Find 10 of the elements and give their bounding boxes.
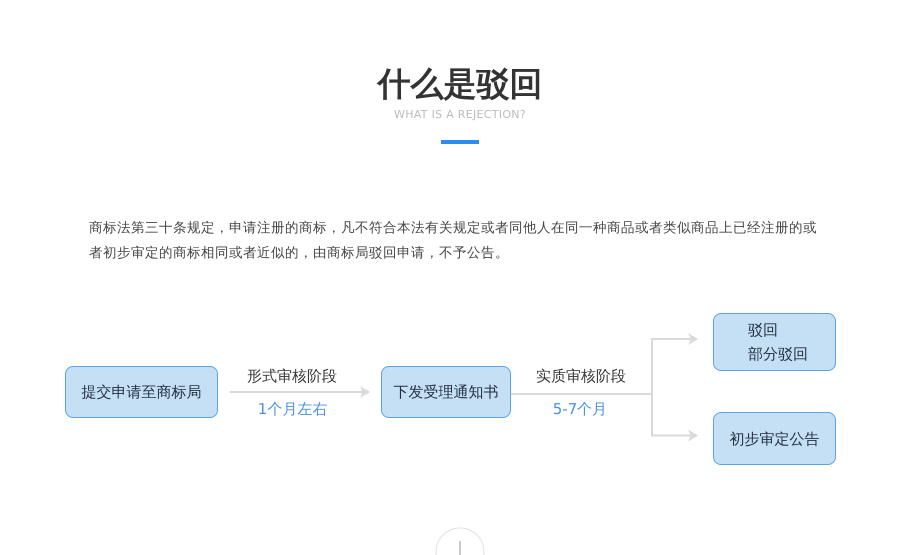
title: 什么是驳回 — [376, 63, 544, 105]
arrow — [230, 386, 370, 398]
duration-label: 1个月左右 — [256, 400, 328, 419]
paragraph: 商标法第三十条规定，申请注册的商标，凡不符合本法有关规定或者同他人在同一种商品或者类似商品上已经注册的或者初步审定的商标相同或者近似的，由商标局驳回申请，不予公告。 — [89, 219, 818, 263]
process-box: 提交申请至商标局 — [65, 366, 218, 418]
process-box: 下发受理通知书 — [381, 366, 511, 418]
process-box: 初步审定公告 — [713, 412, 836, 465]
duration-label: 5-7个月 — [552, 400, 608, 419]
process-box: 驳回 部分驳回 — [713, 313, 836, 371]
subtitle: WHAT IS A REJECTION? — [393, 108, 527, 121]
